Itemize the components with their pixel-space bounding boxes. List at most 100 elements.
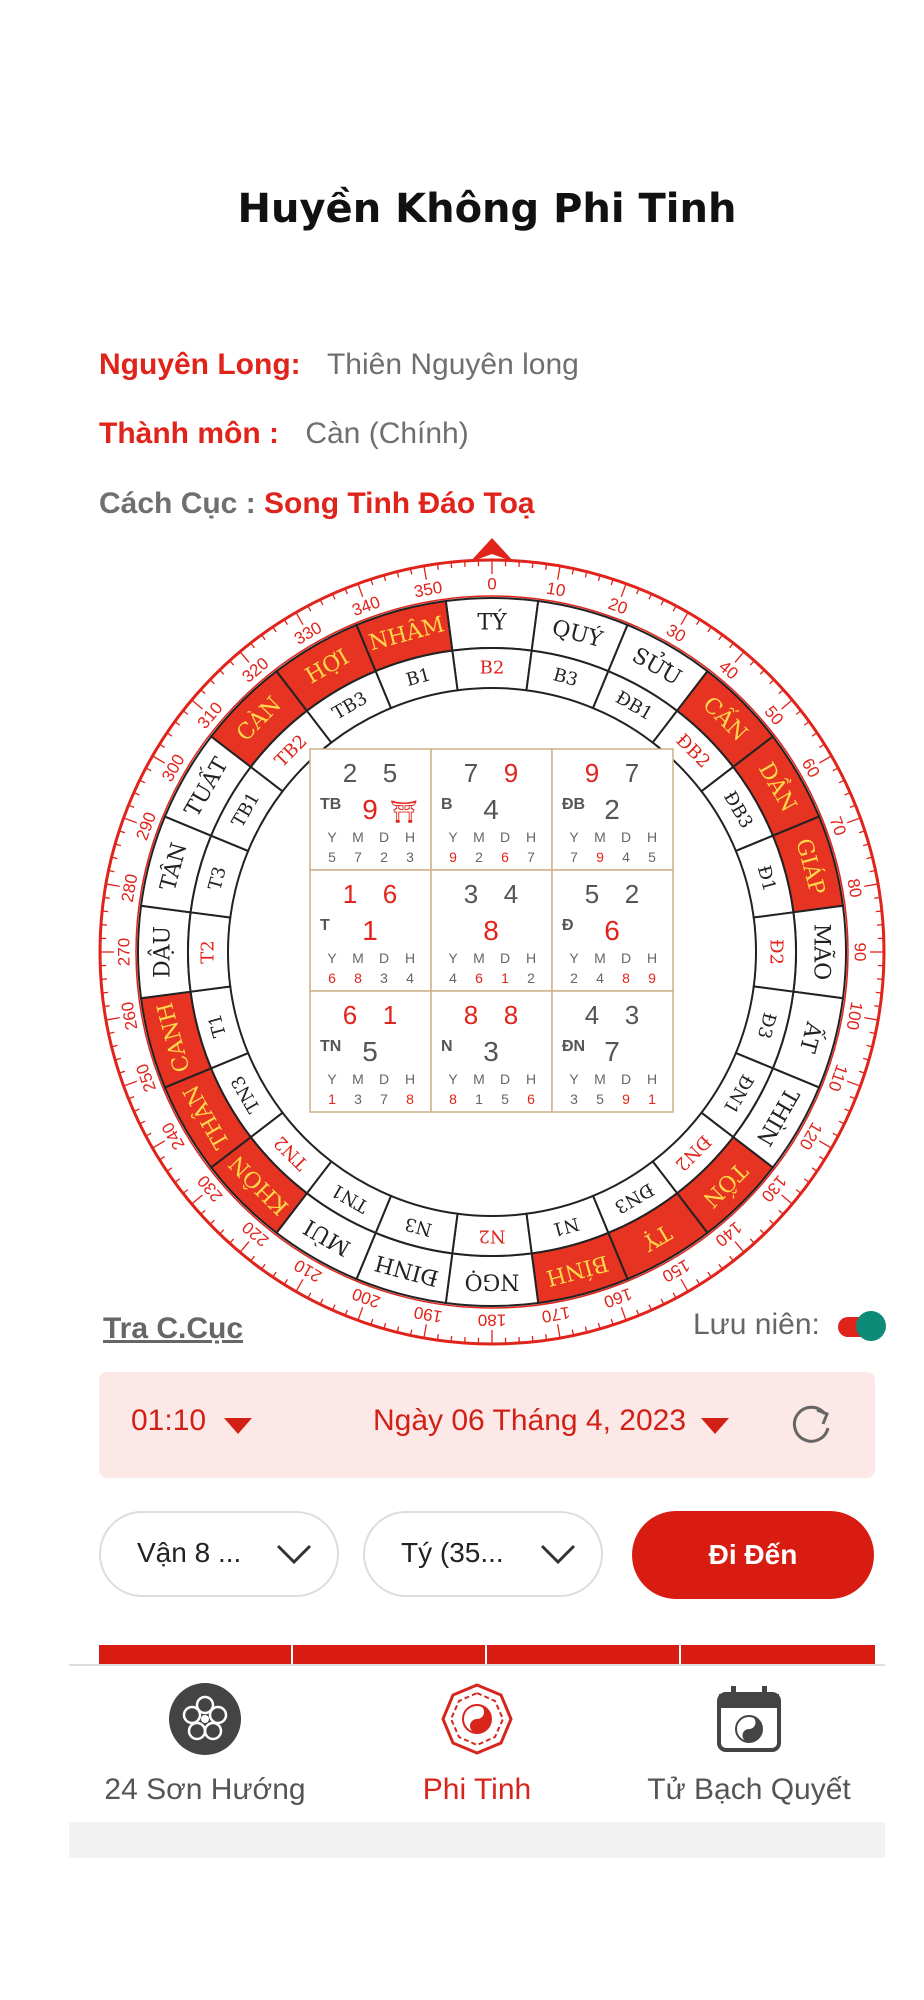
degree-tick	[849, 1095, 856, 1100]
go-button[interactable]: Đi Đến	[632, 1511, 874, 1599]
degree-tick	[866, 1044, 873, 1048]
degree-tick	[219, 669, 225, 675]
huong-star: 7	[625, 758, 639, 788]
son-star: 2	[343, 758, 357, 788]
degree-tick	[103, 1005, 110, 1008]
cell-header: H	[405, 829, 415, 845]
direction-label: ĐN	[562, 1038, 585, 1055]
van-star: 1	[362, 915, 378, 946]
son-star: 1	[343, 879, 357, 909]
degree-tick	[436, 563, 439, 570]
degree-tick	[811, 1167, 818, 1172]
degree-tick	[869, 869, 876, 873]
degree-tick	[133, 1108, 140, 1113]
thanh-mon-label: Thành môn :	[99, 417, 279, 450]
van-star: 3	[483, 1036, 499, 1067]
degree-tick	[846, 817, 861, 824]
degree-tick	[283, 619, 289, 625]
cell-value: 8	[449, 1091, 457, 1107]
cell-value: 3	[406, 849, 414, 865]
cach-cuc-value: Song Tinh Đáo Toạ	[264, 487, 535, 520]
cell-value: 7	[354, 849, 362, 865]
cell-value: 2	[475, 849, 483, 865]
degree-tick	[123, 817, 138, 824]
direction-label: TN	[320, 1038, 341, 1055]
degree-tick	[556, 565, 561, 580]
degree-tick	[832, 1132, 839, 1137]
degree-tick	[866, 856, 873, 860]
nav-phi-tinh[interactable]: Phi Tinh	[341, 1682, 613, 1807]
van-select[interactable]: Vận 8 ...	[99, 1511, 339, 1597]
degree-tick	[331, 1304, 336, 1311]
cell-header: M	[594, 829, 606, 845]
refresh-icon[interactable]	[789, 1400, 835, 1446]
degree-tick	[166, 1167, 173, 1172]
degree-tick	[229, 1238, 235, 1244]
degree-tick	[648, 593, 653, 600]
degree-label: 90	[851, 943, 870, 962]
cell-header: D	[500, 1071, 510, 1087]
degree-tick	[849, 804, 856, 809]
tra-cuc-link[interactable]: Tra C.Cục	[103, 1312, 244, 1345]
date-value[interactable]: Ngày 06 Tháng 4, 2023	[373, 1404, 687, 1437]
degree-tick	[166, 732, 173, 737]
degree-tick	[128, 1095, 135, 1100]
sub-sector	[374, 649, 459, 710]
degree-tick	[191, 699, 203, 710]
degree-tick	[584, 1326, 588, 1333]
toggle-knob	[856, 1311, 886, 1341]
direction-label: TB	[320, 796, 341, 813]
direction-label: N	[441, 1038, 453, 1055]
nav-tu-bach-quyet[interactable]: Tử Bạch Quyết	[613, 1682, 885, 1807]
grid-cell[interactable]	[309, 748, 432, 871]
degree-tick	[159, 743, 165, 749]
van-star: 5	[362, 1036, 378, 1067]
cell-header: D	[379, 829, 389, 845]
degree-label: 170	[540, 1303, 571, 1327]
degree-tick	[357, 1306, 364, 1321]
degree-tick	[139, 1120, 146, 1125]
cell-value: 8	[354, 970, 362, 986]
grid-cell[interactable]	[430, 748, 553, 871]
nav-label: 24 Sơn Hướng	[104, 1773, 306, 1806]
grid-cell[interactable]	[551, 869, 674, 992]
son-star: 5	[585, 879, 599, 909]
degree-tick	[102, 910, 109, 913]
degree-tick	[869, 1031, 876, 1035]
cell-header: H	[647, 829, 657, 845]
time-dropdown-icon[interactable]	[224, 1418, 252, 1434]
cell-value: 4	[622, 849, 630, 865]
time-value[interactable]: 01:10	[131, 1404, 207, 1437]
luu-nien-toggle[interactable]	[838, 1311, 886, 1341]
date-dropdown-icon[interactable]	[701, 1418, 729, 1434]
degree-tick	[749, 1238, 755, 1244]
son-select[interactable]: Tý (35...	[363, 1511, 603, 1597]
degree-tick	[729, 642, 734, 649]
degree-tick	[864, 883, 879, 888]
thanh-mon-row: Thành môn : Càn (Chính)	[99, 417, 469, 451]
cell-header: M	[352, 950, 364, 966]
nav-24-son-huong[interactable]: 24 Sơn Hướng	[69, 1682, 341, 1807]
degree-tick	[105, 1016, 120, 1021]
bottom-navigation: 24 Sơn Hướng Phi Tinh Tử Bạch Quyết	[69, 1664, 885, 1824]
cell-header: Y	[327, 950, 337, 966]
degree-tick	[875, 991, 882, 994]
nguyen-long-row: Nguyên Long: Thiên Nguyên long	[99, 348, 579, 382]
grid-cell[interactable]	[430, 869, 553, 992]
degree-tick	[108, 869, 115, 873]
degree-tick	[250, 642, 255, 649]
degree-tick	[261, 634, 266, 641]
degree-tick	[819, 755, 832, 764]
cell-header: Y	[327, 1071, 337, 1087]
van-star: 6	[604, 915, 620, 946]
cell-value: 5	[501, 1091, 509, 1107]
degree-tick	[795, 1189, 802, 1194]
degree-tick	[680, 612, 689, 625]
degree-tick	[597, 1322, 601, 1329]
grid-cell[interactable]	[551, 990, 674, 1113]
cell-header: Y	[448, 1071, 458, 1087]
cell-value: 7	[570, 849, 578, 865]
van-star: 8	[483, 915, 499, 946]
degree-tick	[832, 767, 839, 772]
